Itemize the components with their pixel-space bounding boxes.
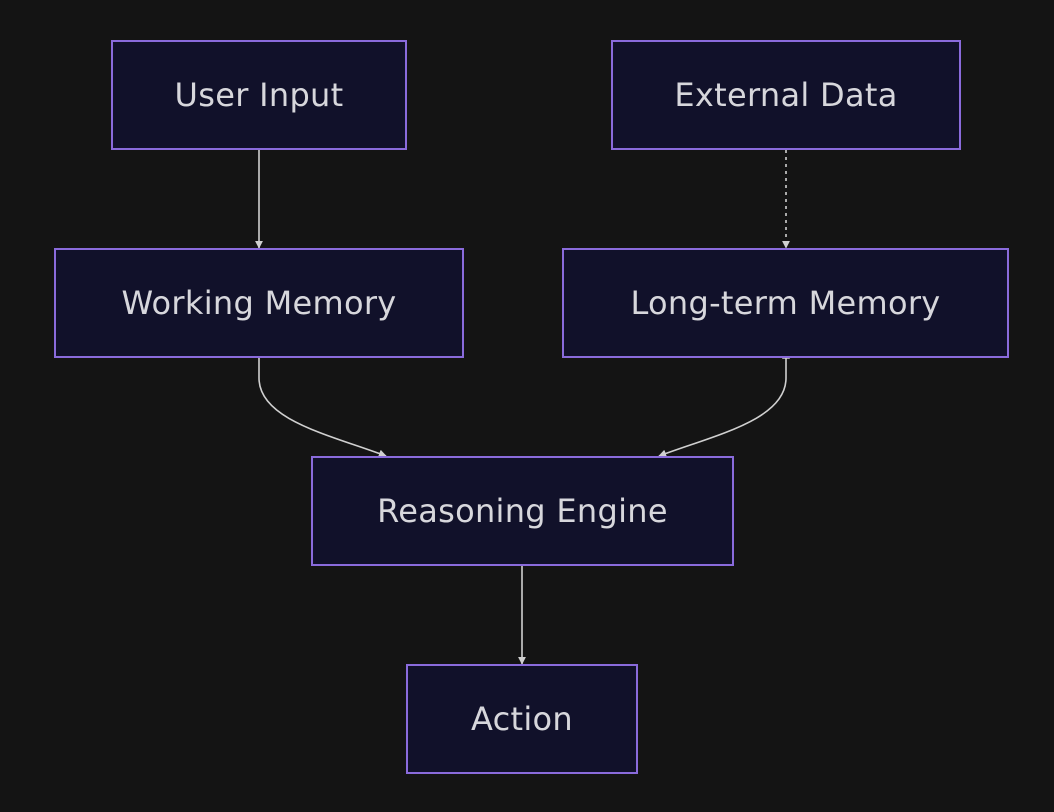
node-label: Action	[470, 700, 574, 738]
node-label: Working Memory	[121, 284, 397, 322]
node-longterm-memory: Long-term Memory	[562, 248, 1009, 358]
node-label: User Input	[174, 76, 344, 114]
node-user-input: User Input	[111, 40, 407, 150]
node-reasoning-engine: Reasoning Engine	[311, 456, 734, 566]
node-label: Reasoning Engine	[377, 492, 668, 530]
edge-longterm-memory-to-reasoning-engine	[658, 350, 790, 458]
node-label: Long-term Memory	[630, 284, 941, 322]
node-action: Action	[406, 664, 638, 774]
edge-working-memory-to-reasoning-engine	[258, 358, 387, 458]
node-external-data: External Data	[611, 40, 961, 150]
node-label: External Data	[674, 76, 898, 114]
node-working-memory: Working Memory	[54, 248, 464, 358]
